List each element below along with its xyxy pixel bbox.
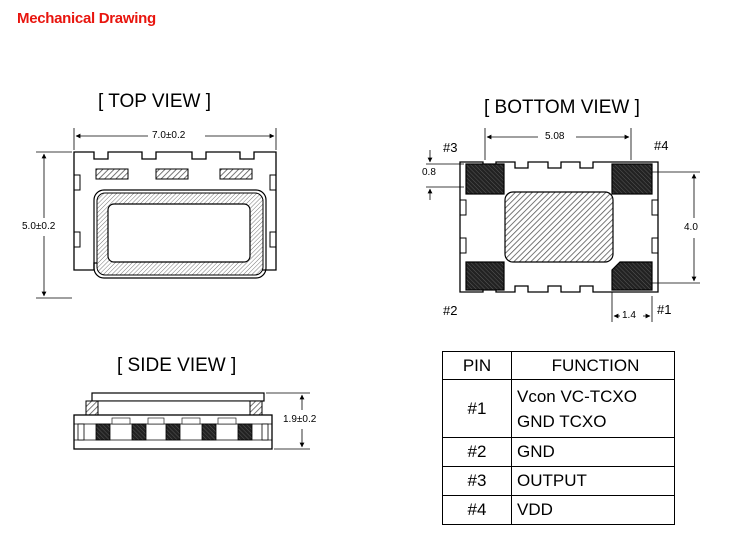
function-cell: GND bbox=[511, 437, 675, 467]
side-view-height-dimension: 1.9±0.2 bbox=[283, 414, 317, 425]
function-cell: Vcon VC-TCXO GND TCXO bbox=[511, 379, 675, 438]
top-view-width-dimension: 7.0±0.2 bbox=[152, 130, 186, 141]
bottom-view-package bbox=[459, 161, 659, 293]
table-header-row: PIN FUNCTION bbox=[442, 351, 675, 380]
top-view-title: [ TOP VIEW ] bbox=[98, 91, 211, 112]
pad-height-dimension: 0.8 bbox=[422, 167, 436, 178]
function-cell: OUTPUT bbox=[511, 466, 675, 496]
pin-cell: #2 bbox=[442, 437, 512, 467]
page-heading: Mechanical Drawing bbox=[17, 10, 156, 27]
pin-cell: #4 bbox=[442, 495, 512, 525]
pad-width-dimension: 1.4 bbox=[622, 310, 636, 321]
pin3-label: #3 bbox=[443, 140, 458, 155]
pin1-label: #1 bbox=[657, 302, 672, 317]
side-view-title: [ SIDE VIEW ] bbox=[117, 355, 237, 376]
function-cell: VDD bbox=[511, 495, 675, 525]
pin-function-table: PIN FUNCTION #1 Vcon VC-TCXO GND TCXO #2… bbox=[442, 351, 675, 525]
top-view-height-dimension: 5.0±0.2 bbox=[22, 221, 56, 232]
pin-cell: #1 bbox=[442, 379, 512, 438]
function-line: GND TCXO bbox=[517, 411, 607, 431]
top-view-package bbox=[73, 151, 277, 279]
side-view-dimensions bbox=[266, 392, 310, 450]
pad-pitch-dimension: 5.08 bbox=[545, 131, 565, 142]
pin-column-header: PIN bbox=[442, 351, 512, 380]
pin4-label: #4 bbox=[654, 138, 669, 153]
table-row: #4 VDD bbox=[442, 495, 675, 525]
table-row: #3 OUTPUT bbox=[442, 466, 675, 496]
top-view-dimensions bbox=[36, 128, 277, 299]
function-column-header: FUNCTION bbox=[511, 351, 675, 380]
side-view-package bbox=[73, 392, 273, 450]
table-row: #2 GND bbox=[442, 437, 675, 467]
bottom-view-dimensions bbox=[426, 128, 700, 322]
bottom-view-title: [ BOTTOM VIEW ] bbox=[484, 97, 640, 118]
pin2-label: #2 bbox=[443, 303, 458, 318]
pin-cell: #3 bbox=[442, 466, 512, 496]
function-line: Vcon VC-TCXO bbox=[517, 386, 637, 406]
table-row: #1 Vcon VC-TCXO GND TCXO bbox=[442, 379, 675, 438]
row-pitch-dimension: 4.0 bbox=[684, 222, 698, 233]
